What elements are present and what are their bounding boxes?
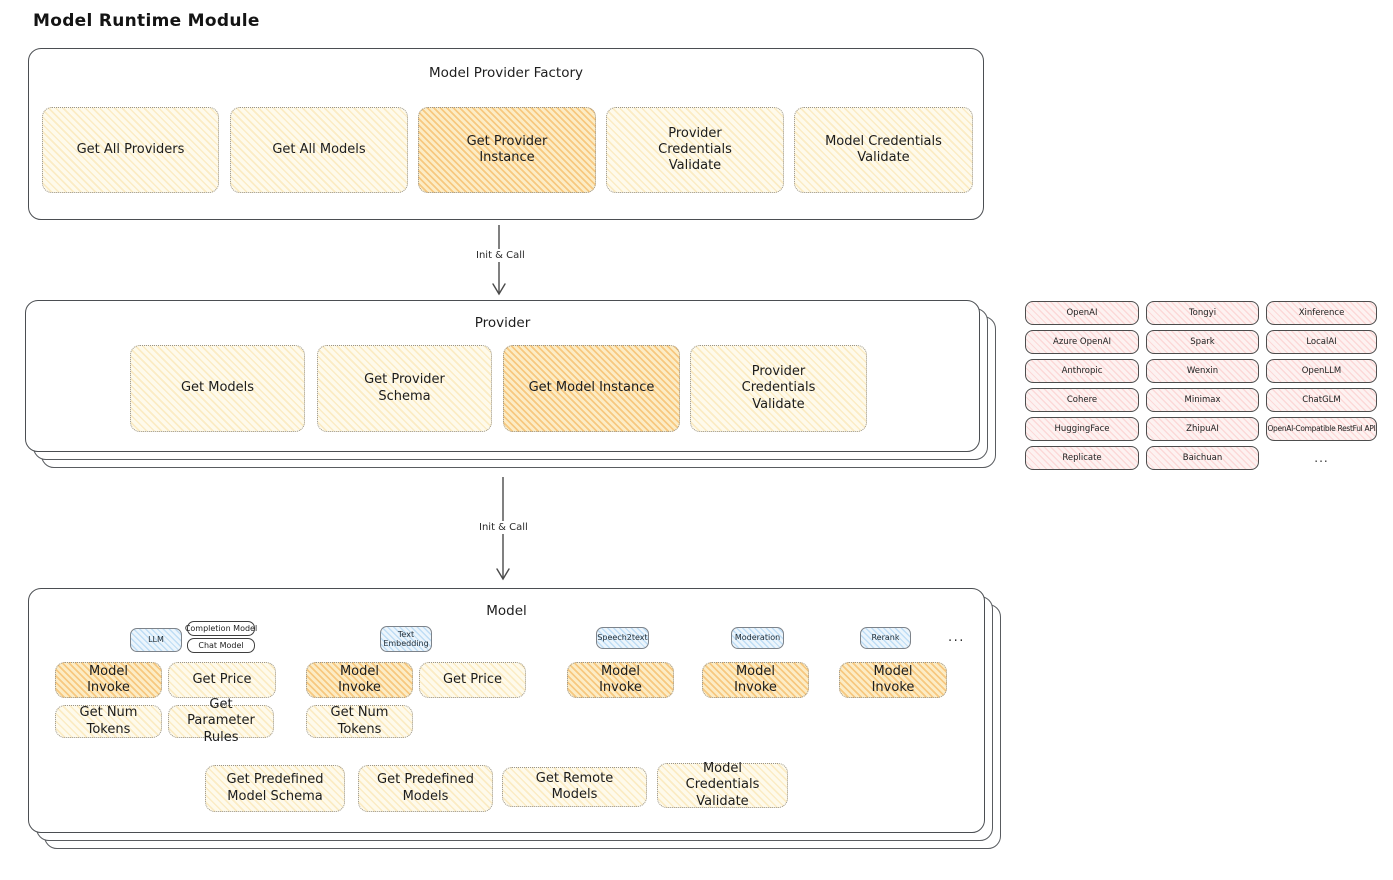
- provider-chip-tongyi[interactable]: Tongyi: [1146, 301, 1259, 325]
- provider-title: Provider: [474, 315, 531, 331]
- providers-column-3: Xinference LocalAI OpenLLM ChatGLM OpenA…: [1266, 301, 1377, 470]
- provider-chip-huggingface[interactable]: HuggingFace: [1025, 417, 1139, 441]
- factory-get-all-models[interactable]: Get All Models: [230, 107, 408, 193]
- factory-get-provider-instance[interactable]: Get Provider Instance: [418, 107, 596, 193]
- provider-chip-spark[interactable]: Spark: [1146, 330, 1259, 354]
- provider-get-provider-schema[interactable]: Get Provider Schema: [317, 345, 492, 432]
- text-embedding-get-num-tokens[interactable]: Get Num Tokens: [306, 705, 413, 738]
- llm-get-price[interactable]: Get Price: [168, 662, 276, 698]
- provider-chip-xinference[interactable]: Xinference: [1266, 301, 1377, 325]
- provider-chip-cohere[interactable]: Cohere: [1025, 388, 1139, 412]
- providers-column-2: Tongyi Spark Wenxin Minimax ZhipuAI Baic…: [1146, 301, 1259, 470]
- provider-chip-openai[interactable]: OpenAI: [1025, 301, 1139, 325]
- text-embedding-get-price[interactable]: Get Price: [419, 662, 526, 698]
- provider-chip-chatglm[interactable]: ChatGLM: [1266, 388, 1377, 412]
- model-tags-more-ellipsis: ...: [948, 630, 965, 645]
- provider-get-models[interactable]: Get Models: [130, 345, 305, 432]
- provider-provider-credentials-validate[interactable]: Provider Credentials Validate: [690, 345, 867, 432]
- factory-get-all-providers[interactable]: Get All Providers: [42, 107, 219, 193]
- model-credentials-validate[interactable]: Model Credentials Validate: [657, 761, 788, 809]
- provider-chip-anthropic[interactable]: Anthropic: [1025, 359, 1139, 383]
- factory-provider-credentials-validate[interactable]: Provider Credentials Validate: [606, 107, 784, 193]
- tag-chat-model[interactable]: Chat Model: [187, 638, 255, 653]
- tag-speech2text[interactable]: Speech2text: [596, 627, 649, 649]
- provider-chip-openllm[interactable]: OpenLLM: [1266, 359, 1377, 383]
- provider-chip-baichuan[interactable]: Baichuan: [1146, 446, 1259, 470]
- model-title: Model: [486, 603, 527, 619]
- factory-title: Model Provider Factory: [428, 65, 583, 81]
- page-title: Model Runtime Module: [33, 11, 260, 31]
- providers-more-ellipsis: ...: [1314, 450, 1329, 465]
- provider-chip-zhipuai[interactable]: ZhipuAI: [1146, 417, 1259, 441]
- tag-text-embedding[interactable]: Text Embedding: [380, 626, 432, 652]
- moderation-model-invoke[interactable]: Model Invoke: [702, 662, 809, 698]
- tag-rerank[interactable]: Rerank: [860, 627, 911, 649]
- provider-chip-wenxin[interactable]: Wenxin: [1146, 359, 1259, 383]
- tag-completion-model[interactable]: Completion Model: [185, 621, 257, 636]
- providers-column-1: OpenAI Azure OpenAI Anthropic Cohere Hug…: [1025, 301, 1139, 470]
- init-call-label-2: Init & Call: [474, 521, 533, 534]
- tag-moderation[interactable]: Moderation: [731, 627, 784, 649]
- provider-chip-minimax[interactable]: Minimax: [1146, 388, 1259, 412]
- tag-llm[interactable]: LLM: [130, 628, 182, 652]
- model-get-predefined-model-schema[interactable]: Get Predefined Model Schema: [205, 765, 345, 812]
- text-embedding-model-invoke[interactable]: Model Invoke: [306, 662, 413, 698]
- provider-chip-openai-compatible[interactable]: OpenAI-Compatible RestFul API: [1266, 417, 1377, 441]
- model-get-predefined-models[interactable]: Get Predefined Models: [358, 765, 493, 812]
- model-get-remote-models[interactable]: Get Remote Models: [502, 767, 647, 807]
- speech2text-model-invoke[interactable]: Model Invoke: [567, 662, 674, 698]
- provider-chip-azure-openai[interactable]: Azure OpenAI: [1025, 330, 1139, 354]
- llm-get-parameter-rules[interactable]: Get Parameter Rules: [168, 697, 274, 745]
- rerank-model-invoke[interactable]: Model Invoke: [839, 662, 947, 698]
- provider-chip-replicate[interactable]: Replicate: [1025, 446, 1139, 470]
- init-call-label-1: Init & Call: [471, 249, 530, 262]
- factory-model-credentials-validate[interactable]: Model Credentials Validate: [794, 107, 973, 193]
- provider-chip-localai[interactable]: LocalAI: [1266, 330, 1377, 354]
- llm-get-num-tokens[interactable]: Get Num Tokens: [55, 705, 162, 738]
- provider-get-model-instance[interactable]: Get Model Instance: [503, 345, 680, 432]
- llm-model-invoke[interactable]: Model Invoke: [55, 662, 162, 698]
